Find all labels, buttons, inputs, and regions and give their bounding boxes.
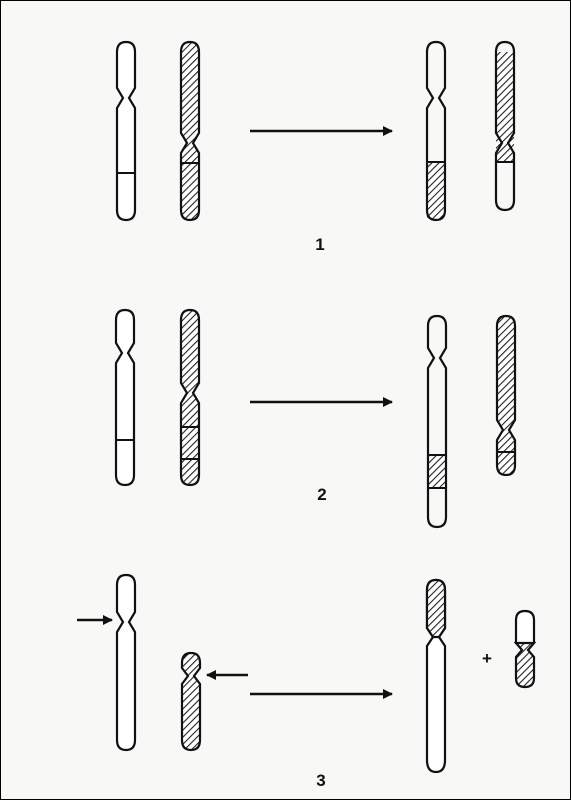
chromosome-white-before	[117, 575, 135, 750]
panel-label-2: 2	[317, 485, 326, 504]
plus-sign: +	[482, 649, 492, 668]
panel-3: + 3	[77, 575, 534, 790]
panel-2: 2	[116, 310, 515, 527]
chromosome-white-before	[117, 42, 135, 220]
chromosome-white-after	[428, 316, 446, 527]
chromosome-hatched-before	[181, 42, 199, 220]
panel-1: 1	[117, 42, 514, 254]
chromosome-hatched-before	[181, 310, 199, 485]
chromosome-hatched-small-before	[182, 653, 200, 750]
chromosome-hatched-after	[496, 42, 514, 210]
chromosome-white-before	[116, 310, 134, 485]
panel-label-3: 3	[316, 771, 325, 790]
chromosome-small-after	[516, 611, 534, 687]
chromosome-white-after	[427, 42, 445, 220]
chromosome-hatched-after	[497, 316, 515, 475]
chromosome-fused-after	[427, 580, 445, 772]
panel-label-1: 1	[315, 235, 324, 254]
